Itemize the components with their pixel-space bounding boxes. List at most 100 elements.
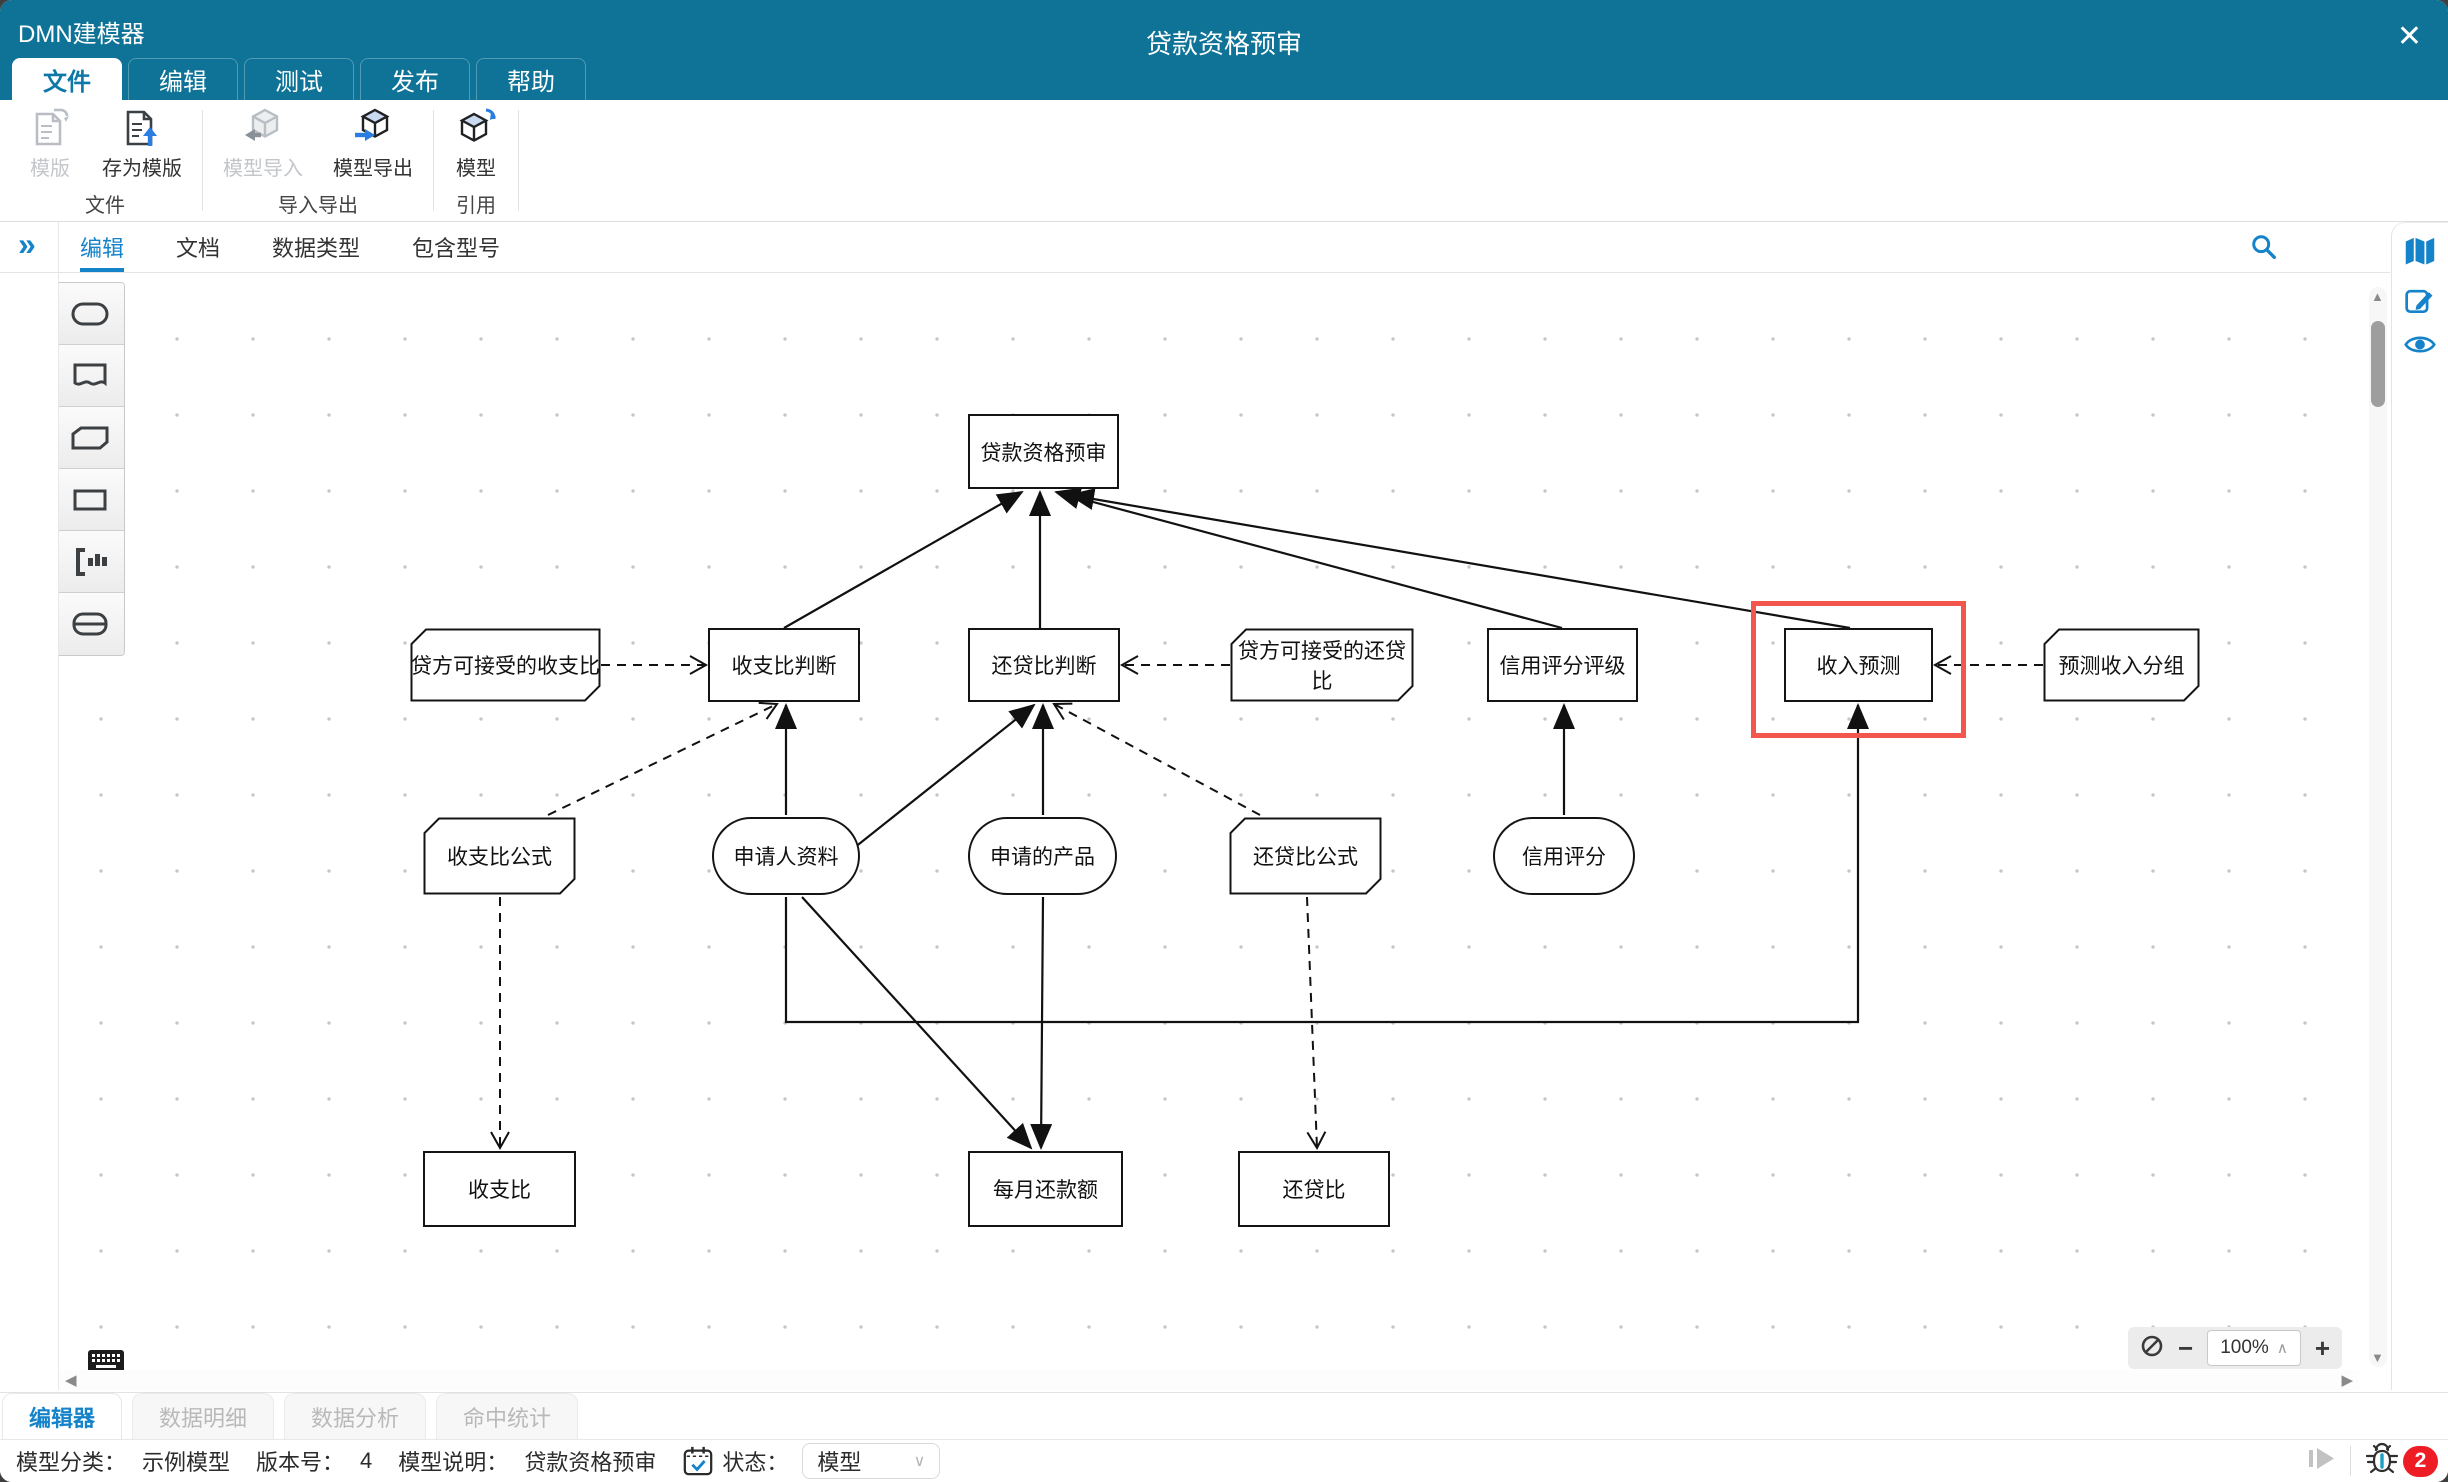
node-label: 收支比 [468, 1179, 531, 1202]
node-label: 还贷比公式 [1253, 846, 1358, 869]
collapse-panel-icon[interactable]: » [18, 226, 36, 262]
toolbar-button-label: 模型导出 [333, 158, 413, 180]
diagram-edge-17 [1306, 896, 1327, 1151]
state-dropdown[interactable]: 模型 ∨ [802, 1443, 941, 1479]
node-lender-acceptable-pti[interactable]: 贷方可接受的还贷比 [1230, 628, 1414, 702]
scroll-left-arrow[interactable]: ◀ [65, 1372, 77, 1389]
panel-tab-2[interactable]: 数据类型 [272, 236, 361, 261]
model-export-icon [351, 106, 395, 150]
calendar-check-icon [682, 1445, 714, 1477]
bottom-tab-2[interactable]: 数据分析 [284, 1393, 427, 1439]
map-icon[interactable] [2404, 237, 2436, 269]
step-run-icon[interactable] [2308, 1446, 2336, 1477]
chevron-down-icon: ∨ [913, 1453, 926, 1470]
toolbar-button-模型[interactable]: 模型 [454, 106, 498, 181]
notification-badge[interactable]: 2 [2403, 1445, 2438, 1477]
bkm-shape [2043, 628, 2200, 702]
diagram-edge-2 [1054, 487, 1563, 630]
zoom-reset-icon[interactable] [2140, 1334, 2164, 1362]
menu-tab-1[interactable]: 编辑 [128, 58, 238, 100]
menu-tab-3[interactable]: 发布 [360, 58, 470, 100]
vertical-scrollbar[interactable]: ▲ ▼ [2369, 287, 2387, 1367]
panel-tab-bar: » 编辑 文档 数据类型 包含型号 [0, 222, 2390, 273]
node-monthly-payment[interactable]: 每月还款额 [968, 1151, 1123, 1227]
palette-decision-shape[interactable] [59, 469, 124, 531]
app-title: DMN建模器 [18, 21, 145, 48]
toolbar-button-模版: 模版 [28, 106, 72, 181]
toolbar-group-label: 文件 [85, 195, 125, 217]
node-requested-product[interactable]: 申请的产品 [968, 817, 1117, 895]
close-button[interactable]: ✕ [2396, 20, 2422, 53]
model-import-icon [241, 106, 285, 150]
node-applicant-data[interactable]: 申请人资料 [712, 817, 860, 895]
bottom-tab-3[interactable]: 命中统计 [436, 1393, 579, 1439]
status-field-label: 模型分类： [16, 1450, 127, 1475]
node-dti-judgement[interactable]: 收支比判断 [708, 628, 860, 702]
palette-business-knowledge-model-shape[interactable] [59, 407, 124, 469]
toolbar-button-存为模版[interactable]: 存为模版 [102, 106, 182, 181]
palette-knowledge-source-shape[interactable] [59, 345, 124, 407]
menu-tab-0[interactable]: 文件 [12, 58, 122, 100]
status-divider [2350, 1446, 2351, 1476]
panel-tab-0[interactable]: 编辑 [80, 222, 125, 272]
vertical-scroll-thumb[interactable] [2371, 321, 2385, 407]
status-field: 版本号：4 [256, 1445, 372, 1477]
template-icon [28, 106, 72, 150]
eye-icon[interactable] [2404, 333, 2436, 365]
node-income-forecast[interactable]: 收入预测 [1784, 628, 1933, 702]
bottom-tab-bar: 编辑器数据明细数据分析命中统计 [0, 1392, 2448, 1440]
node-label: 信用评分 [1522, 846, 1606, 869]
status-field-value: 贷款资格预审 [524, 1450, 657, 1475]
node-label: 贷方可接受的还贷比 [1238, 640, 1406, 693]
zoom-control: − 100% ∧ + [2128, 1327, 2342, 1369]
status-field-label: 版本号： [256, 1450, 345, 1475]
titlebar: DMN建模器 贷款资格预审 ✕ 文件编辑测试发布帮助 [0, 0, 2448, 100]
menu-tab-4[interactable]: 帮助 [476, 58, 586, 100]
chevron-up-icon: ∧ [2276, 1340, 2288, 1357]
scroll-down-arrow[interactable]: ▼ [2371, 1350, 2384, 1365]
state-label: 状态： [722, 1450, 789, 1475]
toolbar-separator [433, 110, 434, 211]
edit-note-icon[interactable] [2404, 285, 2436, 317]
toolbar-button-label: 存为模版 [102, 158, 182, 180]
panel-tab-3[interactable]: 包含型号 [412, 236, 501, 261]
palette-input-data-shape[interactable] [59, 283, 124, 345]
bottom-tab-0[interactable]: 编辑器 [2, 1393, 123, 1439]
node-lender-acceptable-dti[interactable]: 贷方可接受的收支比 [410, 628, 601, 702]
bottom-tab-1[interactable]: 数据明细 [132, 1393, 275, 1439]
palette-decision-table-shape[interactable] [59, 531, 124, 593]
panel-tabs: 编辑 文档 数据类型 包含型号 [80, 222, 500, 272]
horizontal-scrollbar[interactable]: ◀ ▶ [59, 1370, 2359, 1390]
bug-icon[interactable] [2365, 1442, 2399, 1480]
diagram-edge-0 [783, 491, 1024, 629]
toolbar-button-模型导出[interactable]: 模型导出 [333, 106, 413, 181]
node-pti[interactable]: 还贷比 [1238, 1151, 1390, 1227]
node-label: 申请的产品 [990, 846, 1095, 869]
node-pti-formula[interactable]: 还贷比公式 [1229, 817, 1382, 895]
scroll-right-arrow[interactable]: ▶ [2341, 1372, 2353, 1389]
node-pti-judgement[interactable]: 还贷比判断 [968, 628, 1120, 702]
zoom-in-button[interactable]: + [2314, 1333, 2330, 1363]
node-label: 信用评分评级 [1499, 655, 1626, 678]
zoom-out-button[interactable]: − [2178, 1333, 2194, 1363]
node-credit-score[interactable]: 信用评分 [1493, 817, 1635, 895]
diagram-edge-5 [853, 703, 1036, 849]
panel-tab-1[interactable]: 文档 [176, 236, 221, 261]
palette-list-shape[interactable] [59, 593, 124, 655]
diagram-canvas[interactable]: − 100% ∧ + ◀ ▶ ▲ ▼ 贷款资格预审贷方可接受的收支比收支比判断还… [59, 273, 2390, 1390]
node-loan-prequalification[interactable]: 贷款资格预审 [968, 414, 1119, 489]
scroll-up-arrow[interactable]: ▲ [2371, 289, 2384, 304]
node-dti-formula[interactable]: 收支比公式 [423, 817, 576, 895]
toolbar-button-label: 模型 [456, 158, 496, 180]
node-label: 申请人资料 [733, 846, 839, 869]
node-credit-score-rating[interactable]: 信用评分评级 [1487, 628, 1638, 702]
save-as-template-icon [120, 106, 164, 150]
search-icon[interactable] [2250, 233, 2278, 261]
keyboard-shortcuts-icon[interactable] [88, 1350, 124, 1378]
node-forecast-income-group[interactable]: 预测收入分组 [2043, 628, 2200, 702]
node-dti[interactable]: 收支比 [423, 1151, 576, 1227]
zoom-level-select[interactable]: 100% ∧ [2207, 1330, 2301, 1366]
toolbar-group-1: 模型导入模型导出导入导出 [203, 100, 433, 221]
menu-tab-2[interactable]: 测试 [244, 58, 354, 100]
